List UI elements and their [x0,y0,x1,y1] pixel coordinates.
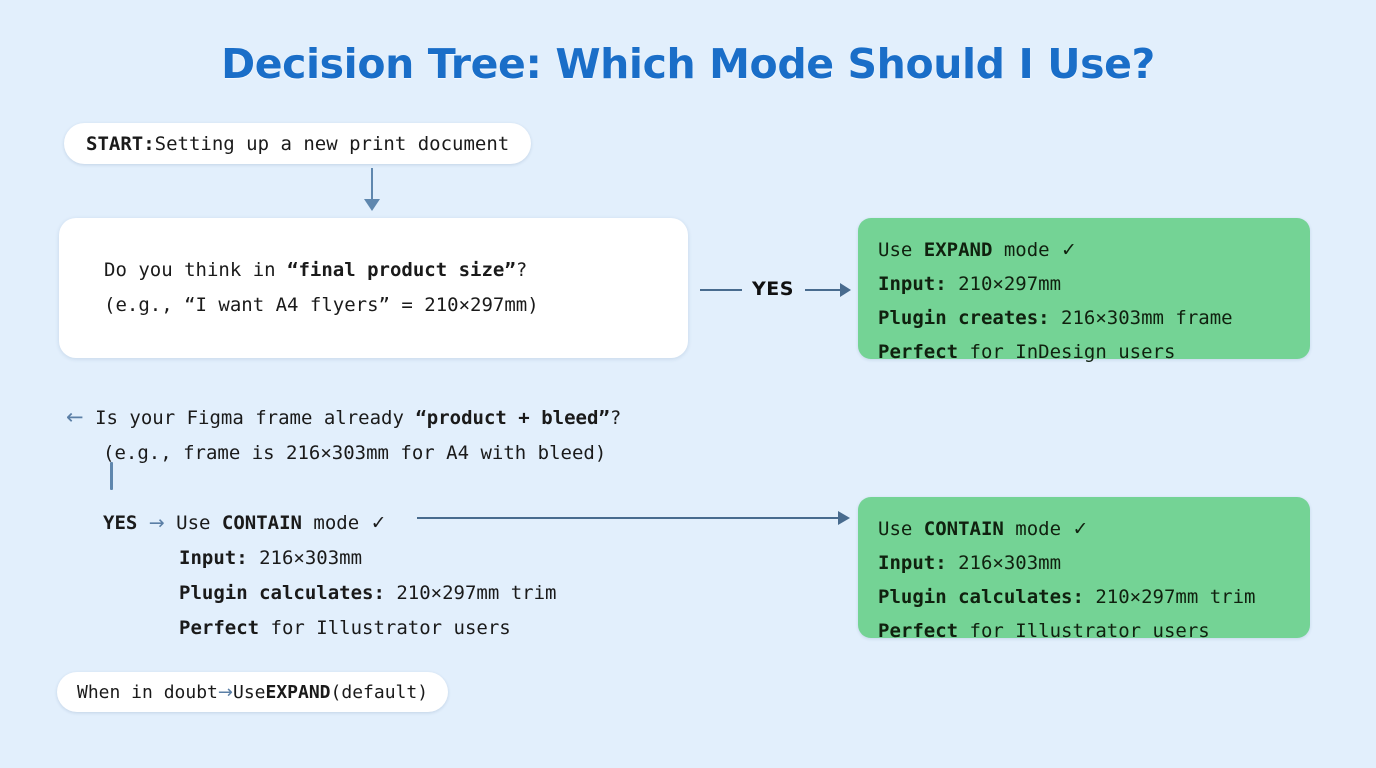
branch-detail-1-rest: 216×303mm [247,547,363,569]
expand-line-1: Use EXPAND mode ✓ [878,233,1290,267]
branch-yes-a: Use [164,512,222,534]
arrow-right-thin-icon: → [148,512,165,534]
question-line-1-bold: “final product size” [287,259,516,281]
question-line-1-a: Do you think in [104,259,288,281]
expand-line-2: Input: 210×297mm [878,267,1290,301]
expand-outcome-card: Use EXPAND mode ✓ Input: 210×297mm Plugi… [858,218,1310,363]
branch-line-1: ← Is your Figma frame already “product +… [66,400,621,436]
connector-branch-tick [110,462,113,490]
expand-line-4: Perfect for InDesign users [878,335,1290,369]
branch-yes-bold: CONTAIN [221,512,302,534]
footer-text-a: When in doubt [77,681,218,703]
arrow-down-icon [364,199,380,211]
start-node: START: Setting up a new print document [64,123,532,164]
connector-start-to-question-stem [371,168,373,206]
expand-line-3-rest: 216×303mm frame [1049,307,1233,329]
expand-line-3: Plugin creates: 216×303mm frame [878,301,1290,335]
question-line-1: Do you think in “final product size”? [104,253,688,288]
start-node-label-bold: START: [86,132,155,155]
branch-detail-3-bold: Perfect [179,617,260,639]
contain-line-2: Input: 216×303mm [878,546,1290,580]
branch-yes-label: YES [103,512,138,534]
expand-line-1-bold: EXPAND [923,239,993,261]
expand-line-2-rest: 210×297mm [946,273,1062,295]
connector-yes-right-segment [805,289,849,291]
branch-line-2: (e.g., frame is 216×303mm for A4 with bl… [103,442,607,464]
branch-line-1-b: ? [609,407,622,429]
arrow-right-icon [838,511,850,525]
contain-line-1-a: Use [878,518,924,540]
branch-detail-1-bold: Input: [179,547,248,569]
contain-line-2-bold: Input: [878,552,947,574]
check-icon: ✓ [1061,239,1077,261]
arrow-right-thin-icon: → [217,681,233,703]
branch-detail-3: Perfect for Illustrator users [66,611,621,646]
footer-text-b: Use [232,681,266,703]
branch-line-1-a: Is your Figma frame already [95,407,416,429]
branch-detail-2-rest: 210×297mm trim [384,582,557,604]
branch-spacer [66,471,621,506]
contain-line-1-bold: CONTAIN [923,518,1004,540]
connector-yes-label: YES [752,278,794,300]
connector-yes-left-segment [700,289,742,291]
branch-node: ← Is your Figma frame already “product +… [66,400,621,646]
contain-line-1-b: mode [1003,518,1073,540]
contain-outcome-card: Use CONTAIN mode ✓ Input: 216×303mm Plug… [858,497,1310,642]
footer-text-bold: EXPAND [265,681,331,703]
branch-yes-b: mode [301,512,371,534]
contain-line-4-bold: Perfect [878,620,959,642]
branch-detail-1: Input: 216×303mm [66,541,621,576]
check-icon: ✓ [1072,518,1089,540]
contain-line-2-rest: 216×303mm [946,552,1062,574]
arrow-left-icon: ← [66,405,84,429]
expand-line-2-bold: Input: [878,273,947,295]
footer-text-c: (default) [330,681,429,703]
expand-line-1-b: mode [992,239,1062,261]
arrow-right-icon [840,283,851,297]
check-icon: ✓ [370,512,387,534]
start-node-label-rest: Setting up a new print document [154,132,510,155]
question-node: Do you think in “final product size”? (e… [59,218,688,358]
contain-line-3: Plugin calculates: 210×297mm trim [878,580,1290,614]
branch-detail-2: Plugin calculates: 210×297mm trim [66,576,621,611]
branch-line-1-bold: “product + bleed” [415,407,610,429]
expand-line-3-bold: Plugin creates: [878,307,1050,329]
contain-line-3-bold: Plugin calculates: [878,586,1084,608]
contain-line-4-rest: for Illustrator users [958,620,1210,642]
question-line-1-b: ? [515,259,528,281]
expand-line-4-bold: Perfect [878,341,959,363]
contain-line-1: Use CONTAIN mode ✓ [878,512,1290,546]
branch-yes-row: YES → Use CONTAIN mode ✓ [66,506,621,541]
contain-line-3-rest: 210×297mm trim [1083,586,1256,608]
question-line-2: (e.g., “I want A4 flyers” = 210×297mm) [104,294,539,316]
expand-line-1-a: Use [878,239,924,261]
expand-line-4-rest: for InDesign users [958,341,1176,363]
branch-detail-2-bold: Plugin calculates: [179,582,385,604]
branch-detail-3-rest: for Illustrator users [259,617,511,639]
contain-line-4: Perfect for Illustrator users [878,614,1290,648]
page-title: Decision Tree: Which Mode Should I Use? [221,40,1155,88]
connector-contain-to-card [417,517,841,519]
footer-node: When in doubt → Use EXPAND (default) [57,672,449,712]
